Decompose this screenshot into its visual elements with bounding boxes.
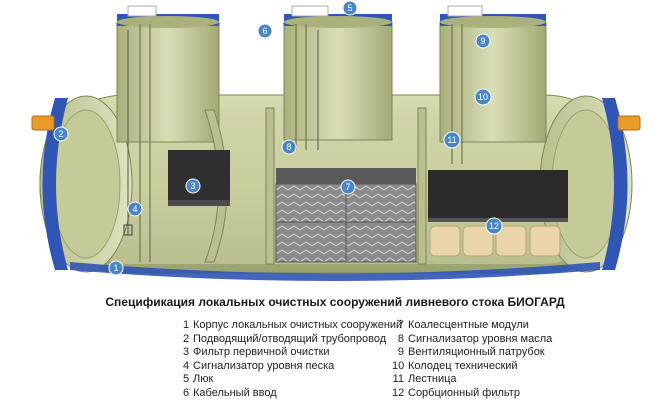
- spec-item-num: 3: [183, 346, 190, 359]
- svg-text:6: 6: [262, 26, 267, 36]
- spec-item-text: Вентиляционный патрубок: [408, 346, 545, 359]
- spec-item: 7 Коалесцентные модули: [392, 319, 552, 333]
- spec-item-num: 5: [183, 373, 190, 386]
- sand-sensor: [123, 224, 133, 236]
- primary-filter: [168, 150, 230, 206]
- callout-5: 5: [342, 0, 358, 16]
- manhole-right: [447, 5, 483, 17]
- outlet-pipe: [617, 115, 641, 131]
- callout-7: 7: [340, 179, 356, 195]
- spec-item-text: Люк: [193, 373, 214, 386]
- coalescent-modules: [275, 168, 417, 263]
- sorbent-filter: [428, 170, 568, 257]
- blue-band-right: [602, 98, 628, 270]
- spec-item-text: Кабельный ввод: [193, 386, 277, 399]
- callout-2: 2: [53, 126, 69, 142]
- callout-4: 4: [127, 201, 143, 217]
- blue-band-left: [42, 98, 68, 270]
- partition-wall-1: [265, 107, 275, 265]
- spec-item-text: Сорбционный фильтр: [408, 386, 520, 399]
- svg-text:3: 3: [190, 181, 195, 191]
- spec-item-num: 11: [392, 373, 404, 386]
- callout-9: 9: [475, 33, 491, 49]
- spec-item-num: 6: [183, 386, 190, 399]
- svg-text:7: 7: [345, 182, 350, 192]
- manhole-middle: [291, 5, 329, 17]
- callout-6: 6: [257, 23, 273, 39]
- svg-text:1: 1: [113, 263, 118, 273]
- spec-item-num: 10: [392, 359, 405, 372]
- shaft-middle: [283, 5, 393, 141]
- callout-10: 10: [474, 88, 492, 106]
- spec-item-text: Колодец технический: [408, 359, 518, 372]
- spec-item-num: 7: [397, 319, 404, 331]
- svg-text:12: 12: [489, 221, 499, 231]
- svg-text:9: 9: [480, 36, 485, 46]
- svg-text:10: 10: [478, 92, 488, 102]
- svg-text:5: 5: [347, 3, 352, 13]
- bottom-band: [70, 262, 600, 281]
- callout-11: 11: [443, 131, 461, 149]
- spec-title: Спецификация локальных очистных сооружен…: [105, 295, 565, 309]
- spec-item-text: Подводящий/отводящий трубопровод: [193, 332, 387, 345]
- spec-list-right: 7 Коалесцентные модули 8 Сигнализатор уров…: [392, 319, 552, 401]
- partition-wall-2: [417, 107, 427, 265]
- spec-item-text: Коалесцентные модули: [408, 319, 529, 331]
- ladder-middle: [295, 24, 307, 150]
- shaft-right: [439, 5, 547, 143]
- spec-item-num: 2: [183, 332, 190, 345]
- svg-text:4: 4: [132, 204, 137, 214]
- spec-item-text: Фильтр первичной очистки: [193, 346, 330, 359]
- spec-item-text: Лестница: [408, 373, 457, 386]
- shaft-left: [116, 5, 220, 143]
- callout-12: 12: [485, 217, 503, 235]
- specification-legend: Спецификация локальных очистных сооружен…: [0, 288, 670, 412]
- callout-1: 1: [108, 260, 124, 276]
- svg-text:2: 2: [58, 129, 63, 139]
- spec-item-num: 9: [397, 346, 404, 359]
- spec-item-num: 8: [397, 332, 404, 345]
- spec-item: 11 Лестница: [392, 373, 552, 387]
- spec-item: 9 Вентиляционный патрубок: [392, 346, 552, 360]
- spec-item-text: Корпус локальных очистных сооружений: [193, 319, 403, 331]
- svg-text:8: 8: [286, 142, 291, 152]
- separator-diagram: 1 2 3 4 5 6 7 8 9 10 11 12: [31, 0, 641, 281]
- spec-item-num: 4: [183, 359, 190, 372]
- manhole-left: [127, 5, 157, 17]
- spec-item-num: 12: [392, 386, 405, 399]
- callout-3: 3: [185, 178, 201, 194]
- spec-item-text: Сигнализатор уровня масла: [408, 332, 553, 345]
- spec-item-text: Сигнализатор уровня песка: [193, 359, 335, 372]
- separator-cutaway-svg: 1 2 3 4 5 6 7 8 9 10 11 12: [31, 0, 641, 281]
- spec-item-num: 1: [183, 319, 190, 331]
- inlet-pipe: [31, 115, 55, 131]
- svg-text:11: 11: [447, 135, 456, 145]
- spec-item: 8 Сигнализатор уровня масла: [392, 333, 552, 347]
- ladder-left: [139, 24, 151, 262]
- callout-8: 8: [281, 139, 297, 155]
